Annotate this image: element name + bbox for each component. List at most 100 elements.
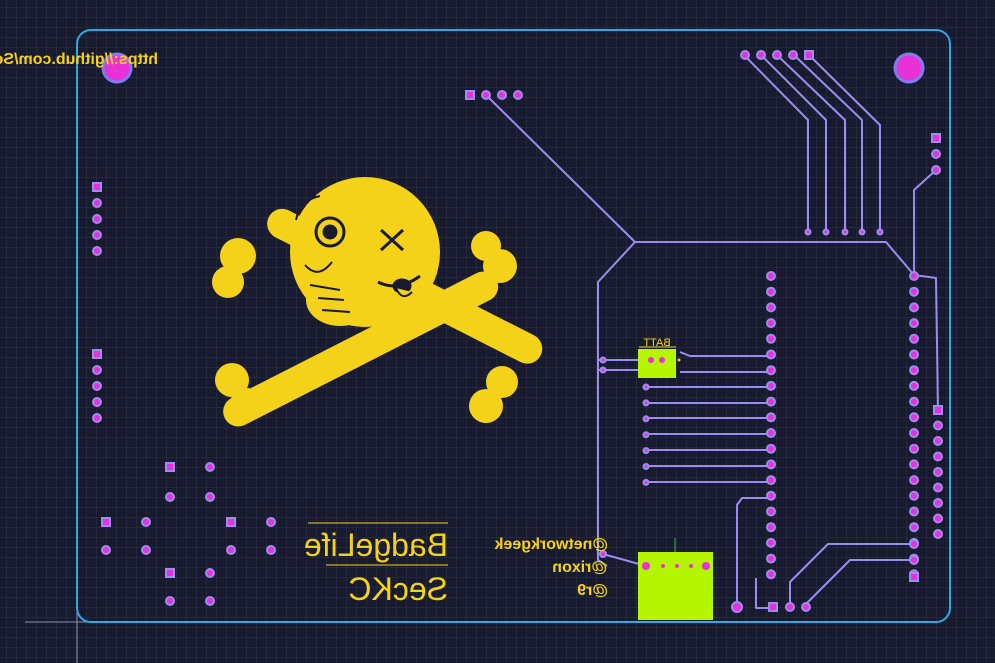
button-pad[interactable]	[226, 545, 236, 555]
main-column-pad[interactable]	[766, 522, 776, 533]
button-pad[interactable]	[141, 517, 151, 527]
right-column-pad[interactable]	[909, 475, 919, 486]
bottom-pad[interactable]	[801, 602, 811, 612]
far-right-column-pad[interactable]	[933, 513, 943, 524]
far-right-column-pad[interactable]	[933, 420, 943, 431]
right-column-pad[interactable]	[909, 318, 919, 329]
bottom-pad[interactable]	[599, 550, 607, 558]
right-column-pad[interactable]	[909, 522, 919, 533]
button-pad[interactable]	[165, 462, 175, 472]
main-column-pad[interactable]	[766, 396, 776, 407]
button-pad[interactable]	[226, 517, 236, 527]
bus-via[interactable]	[822, 228, 830, 236]
main-column-pad[interactable]	[766, 349, 776, 360]
right-column-pad[interactable]	[909, 333, 919, 344]
right-edge-header-pad[interactable]	[931, 149, 941, 159]
bus-via[interactable]	[804, 228, 812, 236]
right-column-pad[interactable]	[909, 286, 919, 297]
right-column-pad[interactable]	[909, 428, 919, 438]
top-right-header-pad[interactable]	[740, 50, 750, 60]
bus-start-via[interactable]	[642, 431, 650, 439]
button-pad[interactable]	[141, 545, 151, 555]
main-column-pad[interactable]	[766, 553, 776, 564]
bus-start-via[interactable]	[642, 447, 650, 455]
mounting-hole-top-right[interactable]	[893, 52, 925, 84]
bus-start-via[interactable]	[642, 399, 650, 407]
left-header-top-pad[interactable]	[92, 214, 102, 224]
bus-start-via[interactable]	[642, 478, 650, 486]
main-column-pad[interactable]	[766, 475, 776, 486]
left-header-bottom-pad[interactable]	[92, 365, 102, 375]
right-column-pad[interactable]	[909, 365, 919, 376]
left-header-top-pad[interactable]	[92, 182, 102, 192]
bus-via[interactable]	[876, 228, 884, 236]
bus-via[interactable]	[841, 228, 849, 236]
main-column-pad[interactable]	[766, 333, 776, 344]
bottom-pad[interactable]	[909, 539, 919, 549]
right-column-pad[interactable]	[909, 443, 919, 454]
top-header-pad[interactable]	[513, 90, 523, 100]
button-pad[interactable]	[205, 462, 215, 472]
far-right-column-pad[interactable]	[933, 451, 943, 462]
bottom-pad[interactable]	[785, 602, 795, 612]
left-header-top-pad[interactable]	[92, 246, 102, 256]
main-column-pad[interactable]	[766, 490, 776, 501]
battery-connector-block[interactable]	[638, 552, 713, 620]
top-header-pad[interactable]	[465, 90, 475, 100]
right-column-pad[interactable]	[909, 271, 919, 281]
main-column-pad[interactable]	[766, 537, 776, 548]
mounting-hole-top-left[interactable]	[101, 52, 133, 84]
left-header-bottom-pad[interactable]	[92, 397, 102, 407]
top-right-header-pad[interactable]	[788, 50, 798, 60]
main-column-pad[interactable]	[766, 506, 776, 517]
left-header-bottom-pad[interactable]	[92, 413, 102, 423]
main-column-pad[interactable]	[766, 271, 776, 281]
far-right-column-pad[interactable]	[933, 482, 943, 493]
far-right-column-pad[interactable]	[933, 498, 943, 508]
button-pad[interactable]	[205, 596, 215, 606]
main-column-pad[interactable]	[766, 365, 776, 376]
button-pad[interactable]	[165, 568, 175, 578]
left-header-top-pad[interactable]	[92, 198, 102, 208]
main-column-pad[interactable]	[766, 302, 776, 313]
button-pad[interactable]	[205, 492, 215, 502]
main-column-pad[interactable]	[766, 428, 776, 438]
main-column-pad[interactable]	[766, 412, 776, 423]
top-right-header-pad[interactable]	[756, 50, 766, 60]
batt-connector[interactable]	[638, 349, 676, 378]
main-column-pad[interactable]	[766, 380, 776, 391]
right-column-pad[interactable]	[909, 302, 919, 313]
bottom-pad[interactable]	[731, 601, 743, 613]
bus-start-via[interactable]	[642, 383, 650, 391]
main-column-pad[interactable]	[766, 318, 776, 329]
bottom-pad[interactable]	[768, 602, 778, 612]
right-column-pad[interactable]	[909, 459, 919, 470]
top-right-header-pad[interactable]	[772, 50, 782, 60]
far-right-column-pad[interactable]	[933, 405, 943, 415]
right-column-pad[interactable]	[909, 506, 919, 517]
button-pad[interactable]	[165, 492, 175, 502]
button-pad[interactable]	[266, 545, 276, 555]
right-column-pad[interactable]	[909, 412, 919, 423]
top-header-pad[interactable]	[481, 90, 491, 100]
button-pad[interactable]	[205, 568, 215, 578]
far-right-column-pad[interactable]	[933, 467, 943, 477]
left-header-top-pad[interactable]	[92, 230, 102, 240]
main-column-pad[interactable]	[766, 443, 776, 454]
far-right-column-pad[interactable]	[933, 529, 943, 539]
top-header-pad[interactable]	[497, 90, 507, 100]
far-right-column-pad[interactable]	[933, 436, 943, 446]
bus-start-via[interactable]	[599, 366, 607, 374]
left-header-bottom-pad[interactable]	[92, 349, 102, 359]
top-right-header-pad[interactable]	[804, 50, 814, 60]
right-edge-header-pad[interactable]	[931, 165, 941, 175]
left-header-bottom-pad[interactable]	[92, 381, 102, 391]
button-pad[interactable]	[266, 517, 276, 527]
bus-start-via[interactable]	[599, 356, 607, 364]
right-column-pad[interactable]	[909, 349, 919, 360]
right-edge-header-pad[interactable]	[931, 133, 941, 143]
button-pad[interactable]	[165, 596, 175, 606]
right-column-pad[interactable]	[909, 490, 919, 501]
bottom-pad[interactable]	[909, 555, 919, 565]
right-column-pad[interactable]	[909, 380, 919, 391]
